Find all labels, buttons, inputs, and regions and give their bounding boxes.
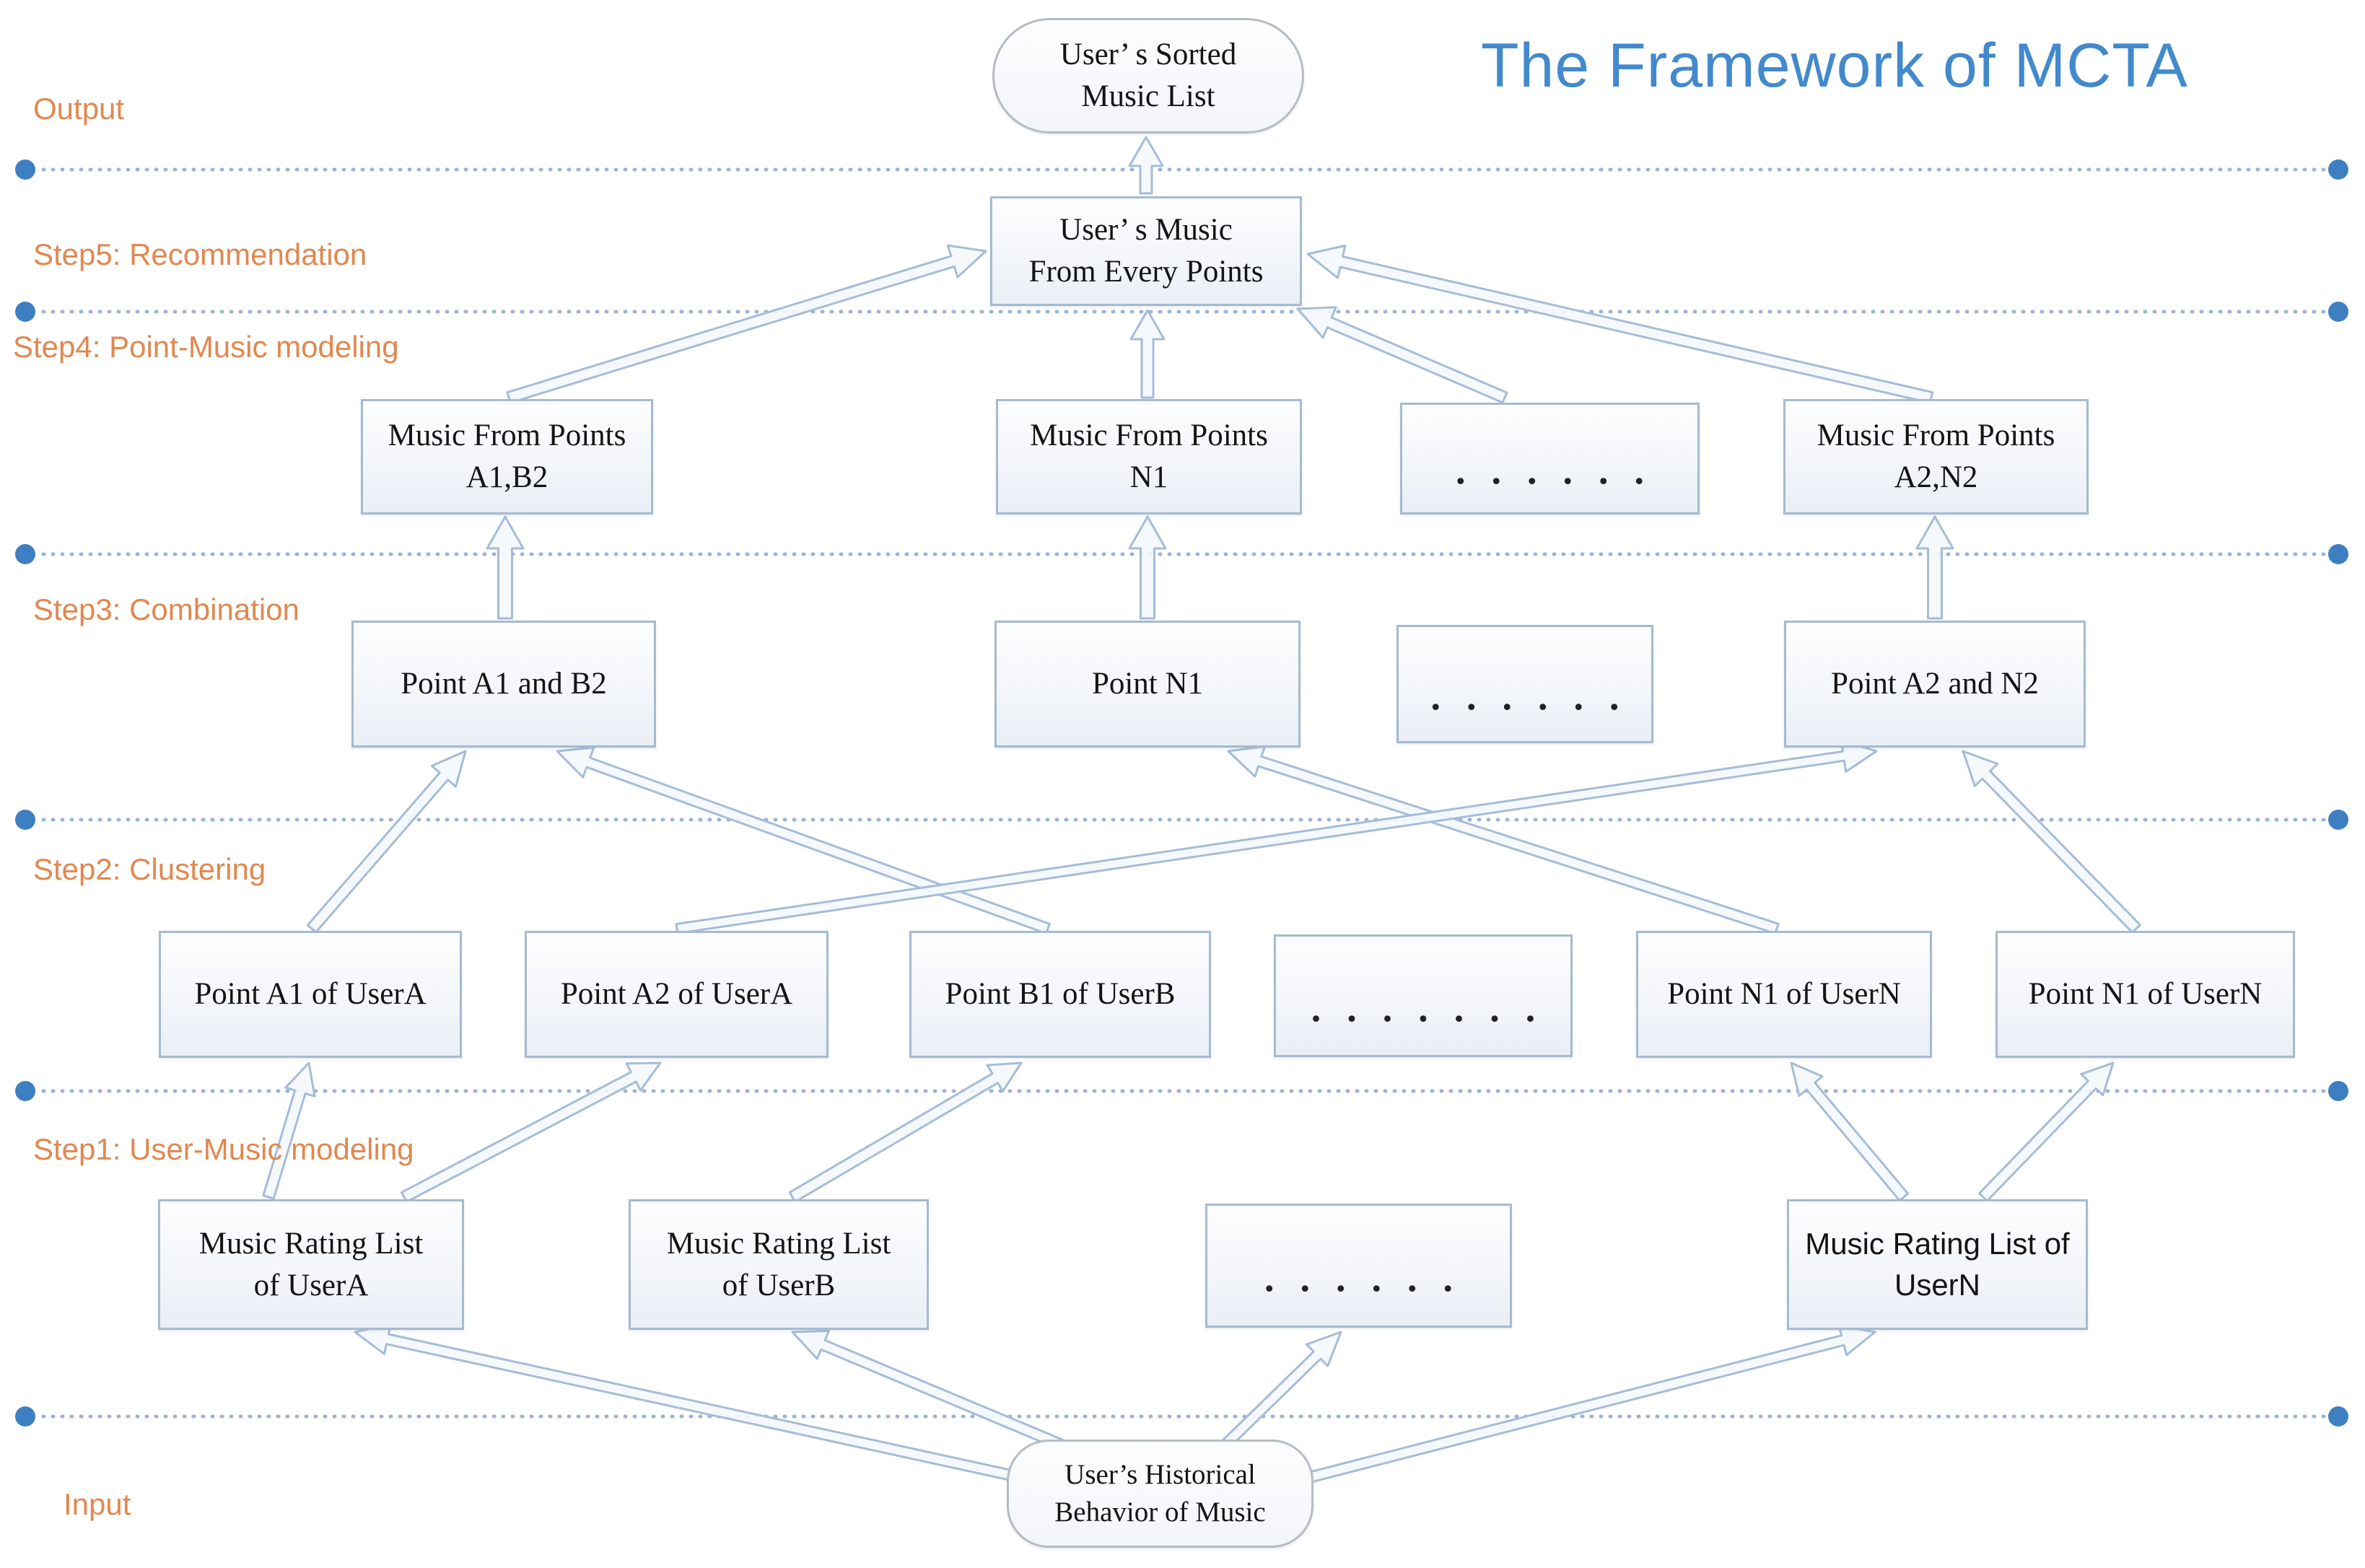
stage-label-step1: Step1: User-Music modeling xyxy=(33,1132,414,1166)
diagram-title: The Framework of MCTA xyxy=(1481,31,2188,100)
node-rating-row-ellipsis: ...... xyxy=(1205,1204,1512,1328)
node-music-from-points-a1b2: Music From Points A1,B2 xyxy=(361,399,653,514)
stage-label-step2: Step2: Clustering xyxy=(33,852,266,886)
node-users-historical-behavior-of-music: User’s Historical Behavior of Music xyxy=(1007,1440,1313,1548)
node-point-a1-of-usera: Point A1 of UserA xyxy=(159,931,462,1058)
node-music-from-points-ellipsis: ...... xyxy=(1400,403,1700,514)
node-point-b1-of-userb: Point B1 of UserB xyxy=(909,931,1211,1058)
node-point-a1-and-b2: Point A1 and B2 xyxy=(351,621,656,748)
node-music-from-points-n1: Music From Points N1 xyxy=(996,399,1302,514)
node-music-rating-list-of-userb: Music Rating List of UserB xyxy=(629,1199,929,1330)
stage-label-input: Input xyxy=(64,1487,131,1521)
node-point-row-ellipsis: ....... xyxy=(1274,934,1573,1057)
node-music-rating-list-of-usera: Music Rating List of UserA xyxy=(158,1199,464,1330)
node-music-from-points-a2n2: Music From Points A2,N2 xyxy=(1783,399,2089,514)
node-point-n1-of-usern-right: Point N1 of UserN xyxy=(1995,931,2295,1058)
node-point-n1: Point N1 xyxy=(994,621,1300,748)
stage-label-step3: Step3: Combination xyxy=(33,592,300,626)
node-point-a2-and-n2: Point A2 and N2 xyxy=(1784,621,2086,748)
stage-label-step4: Step4: Point-Music modeling xyxy=(13,330,399,364)
node-users-sorted-music-list: User’ s Sorted Music List xyxy=(992,18,1304,133)
node-users-music-from-every-points: User’ s Music From Every Points xyxy=(990,196,1302,306)
stage-label-step5: Step5: Recommendation xyxy=(33,237,367,271)
node-point-n1-of-usern-left: Point N1 of UserN xyxy=(1636,931,1932,1058)
node-music-rating-list-of-usern: Music Rating List of UserN xyxy=(1787,1199,2088,1330)
node-point-a2-of-usera: Point A2 of UserA xyxy=(525,931,829,1058)
node-combination-ellipsis: ...... xyxy=(1396,625,1653,743)
stage-label-output: Output xyxy=(33,92,125,126)
